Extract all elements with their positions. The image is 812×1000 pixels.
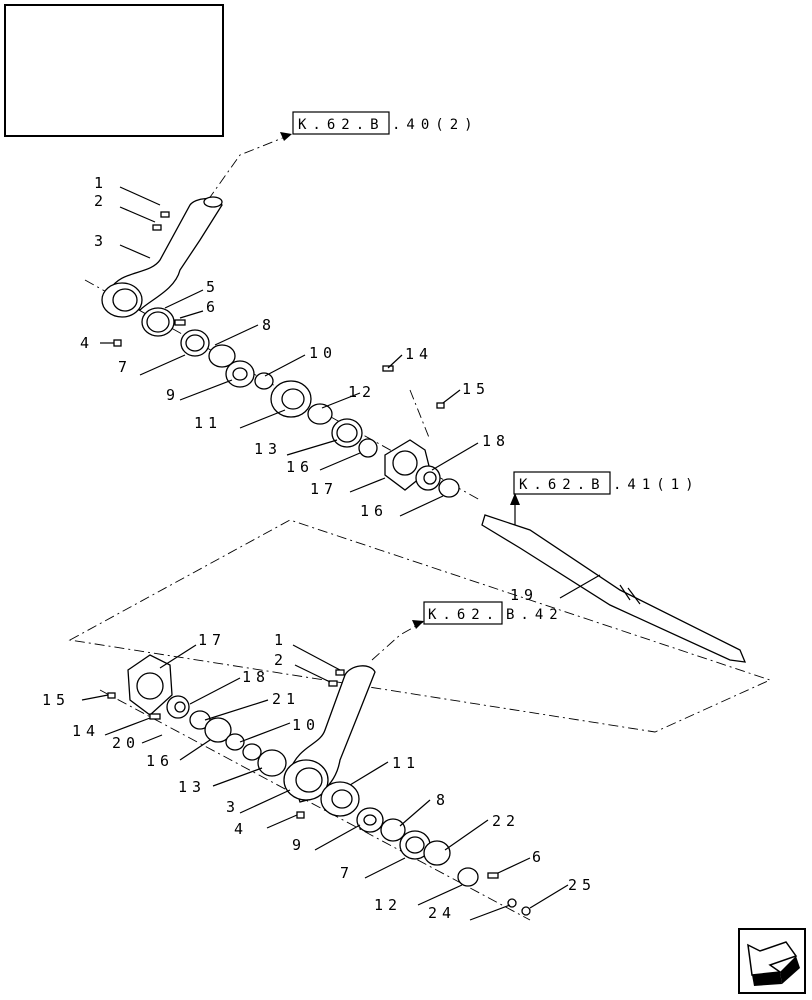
callout-1-lower: 1	[274, 631, 288, 649]
callout-16-lower: 16	[146, 752, 174, 770]
circlip-part	[225, 733, 245, 751]
callout-17: 17	[310, 480, 338, 498]
callout-14: 14	[405, 345, 433, 363]
reference-leader-1	[207, 134, 291, 201]
arrow-icon	[412, 620, 424, 629]
bolt-part	[335, 669, 345, 676]
callout-7: 7	[118, 358, 132, 376]
callout-11-lower: 11	[392, 754, 420, 772]
callout-4: 4	[80, 334, 94, 352]
callout-6-lower: 6	[532, 848, 546, 866]
circlip-part	[254, 372, 274, 390]
reference-leader-3	[371, 621, 424, 661]
seal-ring-part	[257, 749, 287, 777]
callout-2: 2	[94, 192, 108, 210]
lower-axis	[99, 689, 531, 921]
arrow-icon	[280, 132, 292, 141]
svg-text:.40(2): .40(2)	[392, 117, 479, 133]
bolt-part	[149, 713, 161, 720]
reference-1[interactable]: K.62.B .40(2)	[292, 111, 479, 135]
callout-22: 22	[492, 812, 520, 830]
callout-16b: 16	[360, 502, 388, 520]
pin-part	[487, 872, 499, 879]
svg-text:K.62.B: K.62.B	[519, 477, 606, 493]
ring-part	[204, 717, 232, 743]
callout-2-lower: 2	[274, 651, 288, 669]
upper-leaders	[100, 186, 601, 599]
callout-1: 1	[94, 174, 108, 192]
callout-18-lower: 18	[242, 668, 270, 686]
callout-18: 18	[482, 432, 510, 450]
snap-ring-part	[208, 344, 236, 368]
callout-12: 12	[348, 383, 376, 401]
bolt-part	[328, 680, 338, 687]
shaft-part	[481, 514, 747, 663]
bolt-part	[382, 365, 394, 372]
cap-part	[457, 867, 479, 887]
ring-part	[423, 840, 451, 866]
reference-3[interactable]: K.62. B.42	[423, 601, 564, 625]
callout-6: 6	[206, 298, 220, 316]
bolt-part	[113, 211, 170, 347]
callout-4-lower: 4	[234, 820, 248, 838]
callout-3-lower: 3	[226, 798, 240, 816]
callout-14-lower: 14	[72, 722, 100, 740]
callout-20: 20	[112, 734, 140, 752]
callout-10-lower: 10	[292, 716, 320, 734]
nipple-part	[107, 692, 116, 699]
snap-ring-part	[380, 818, 406, 842]
reference-2[interactable]: K.62.B .41(1)	[513, 471, 700, 495]
callout-25: 25	[568, 876, 596, 894]
callout-16: 16	[286, 458, 314, 476]
ring-part	[438, 478, 460, 498]
arm-part	[283, 665, 376, 803]
axis-link	[409, 389, 431, 441]
callout-17-lower: 17	[198, 631, 226, 649]
svg-text:B.42: B.42	[506, 607, 564, 623]
nipple-part	[521, 906, 531, 916]
collar-part	[307, 403, 333, 425]
callout-5: 5	[206, 278, 220, 296]
assembly-enclosure	[68, 519, 772, 733]
callout-13: 13	[254, 440, 282, 458]
svg-text:K.62.B: K.62.B	[298, 117, 385, 133]
next-page-arrow-icon[interactable]	[738, 928, 806, 994]
ring-part	[242, 743, 262, 761]
svg-text:K.62.: K.62.	[428, 607, 500, 623]
callout-19: 19	[510, 586, 538, 604]
ring-part	[358, 438, 378, 458]
nipple-part	[436, 402, 445, 409]
arrow-icon	[510, 493, 520, 505]
title-frame	[4, 4, 224, 137]
callout-12-lower: 12	[374, 896, 402, 914]
callout-15-lower: 15	[42, 691, 70, 709]
lower-leaders	[81, 644, 569, 921]
callout-15: 15	[462, 380, 490, 398]
svg-text:.41(1): .41(1)	[613, 477, 700, 493]
callout-8-lower: 8	[436, 791, 450, 809]
callout-24: 24	[428, 904, 456, 922]
callout-13-lower: 13	[178, 778, 206, 796]
flange-housing-part	[127, 654, 173, 716]
callout-8: 8	[262, 316, 276, 334]
bolt-part	[296, 811, 305, 819]
pin-part	[174, 319, 186, 326]
callout-21: 21	[272, 690, 300, 708]
callout-7-lower: 7	[340, 864, 354, 882]
callout-11: 11	[194, 414, 222, 432]
callout-10: 10	[309, 344, 337, 362]
callout-3: 3	[94, 232, 108, 250]
callout-9: 9	[166, 386, 180, 404]
callout-9-lower: 9	[292, 836, 306, 854]
arm-part	[101, 196, 223, 318]
